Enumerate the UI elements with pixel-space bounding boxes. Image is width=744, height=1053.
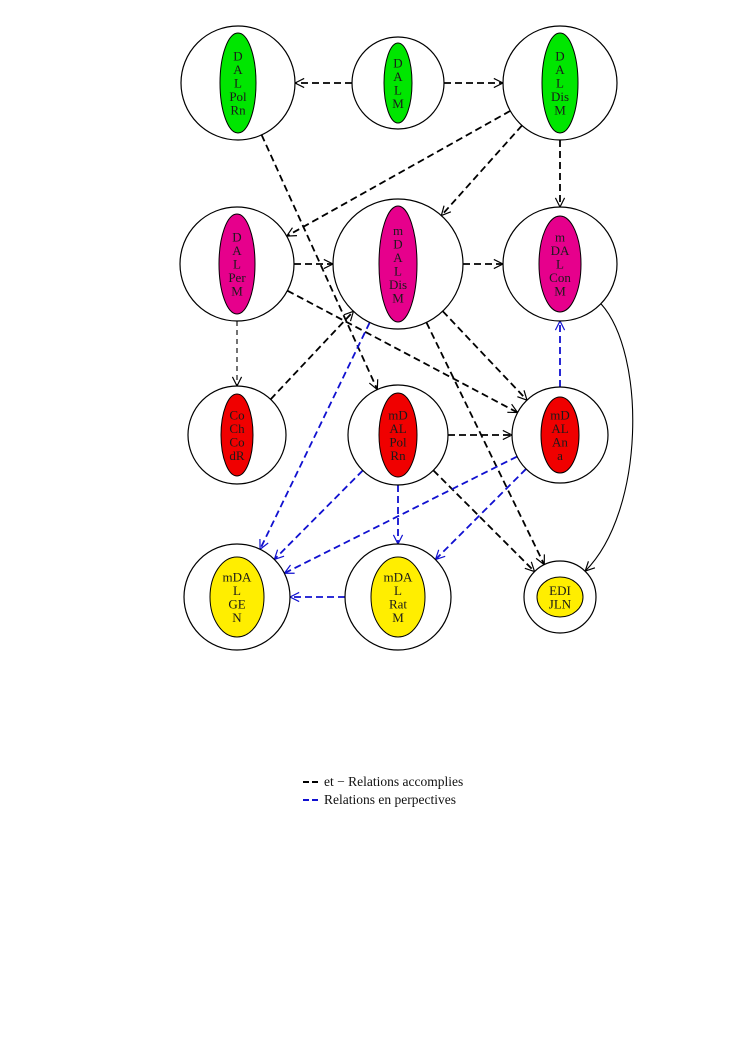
node-label-line: L: [394, 263, 402, 278]
node-label-line: Per: [228, 270, 246, 285]
node-inner-ellipse: [540, 396, 580, 474]
legend-label-accomplies: et − Relations accomplies: [324, 774, 463, 789]
edges-layer: [237, 83, 634, 597]
node-label-line: a: [557, 448, 563, 463]
node-label-line: Rn: [230, 103, 246, 118]
node-label-line: mD: [550, 407, 570, 422]
node-label-line: D: [393, 55, 402, 70]
edge-mdalpolrn-to-edijln: [432, 469, 534, 571]
node-label-line: An: [552, 434, 568, 449]
node-label-line: L: [394, 82, 402, 97]
node-inner-ellipse: [218, 213, 256, 315]
node-label-line: m: [393, 223, 403, 238]
node-label-line: Co: [229, 434, 244, 449]
node-label-line: M: [392, 610, 404, 625]
node-label-line: EDI: [549, 583, 571, 598]
node-label-line: mDA: [384, 569, 414, 584]
node-label-line: M: [554, 284, 566, 299]
node-label-line: Pol: [389, 434, 407, 449]
node-label-line: AL: [389, 421, 406, 436]
node-label-line: mDA: [223, 569, 253, 584]
node-label-line: L: [556, 257, 564, 272]
node-label-line: A: [233, 62, 243, 77]
edge-mdalconm-to-edijln: [585, 303, 634, 571]
node-label-line: Dis: [389, 277, 407, 292]
node-inner-ellipse: [220, 393, 254, 477]
legend-item-accomplies: et − Relations accomplies: [303, 774, 463, 789]
node-label-line: L: [233, 583, 241, 598]
node-label-line: m: [555, 230, 565, 245]
node-label-line: A: [232, 243, 242, 258]
node-label-line: L: [233, 257, 241, 272]
node-label-line: M: [231, 284, 243, 299]
node-label-line: L: [234, 76, 242, 91]
edge-mdaldism-to-edijln: [425, 322, 546, 564]
node-label-line: Ch: [229, 421, 245, 436]
node-inner-ellipse: [219, 32, 257, 134]
node-label-line: JLN: [549, 596, 572, 611]
node-inner-ellipse: [383, 42, 413, 124]
node-label-line: GE: [228, 596, 245, 611]
legend-label-perspectives: Relations en perpectives: [324, 792, 456, 807]
node-label-line: A: [393, 69, 403, 84]
node-label-line: M: [392, 96, 404, 111]
legend: et − Relations accomplies Relations en p…: [303, 774, 463, 807]
node-label-line: N: [232, 610, 242, 625]
node-label-line: AL: [551, 421, 568, 436]
node-label-line: Pol: [229, 89, 247, 104]
node-label-line: D: [232, 230, 241, 245]
edge-mdaldism-to-mdalgen: [259, 322, 371, 550]
node-label-line: M: [554, 103, 566, 118]
node-inner-ellipse: [378, 205, 418, 323]
nodes-layer: DALPolRnDALMDALDisMDALPerMmDALDisMmDALCo…: [179, 25, 618, 651]
node-label-line: Rn: [390, 448, 406, 463]
node-label-line: D: [393, 236, 402, 251]
node-label-line: Dis: [551, 89, 569, 104]
node-label-line: A: [393, 250, 403, 265]
node-label-line: M: [392, 290, 404, 305]
node-label-line: dR: [229, 448, 245, 463]
node-label-line: D: [233, 49, 242, 64]
node-label-line: Con: [549, 270, 571, 285]
edge-daldism-to-dalperm: [287, 110, 511, 237]
node-label-line: A: [555, 62, 565, 77]
node-label-line: L: [556, 76, 564, 91]
node-inner-ellipse: [536, 576, 584, 618]
edge-mdalana-to-mdalratm: [435, 468, 527, 560]
node-label-line: L: [394, 583, 402, 598]
node-label-line: mD: [388, 407, 408, 422]
edge-mdaldism-to-mdalana: [442, 310, 527, 400]
node-label-line: DA: [551, 243, 570, 258]
node-label-line: Co: [229, 407, 244, 422]
edge-daldism-to-mdaldism: [441, 124, 523, 215]
node-inner-ellipse: [538, 215, 582, 313]
node-inner-ellipse: [541, 32, 579, 134]
node-inner-ellipse: [370, 556, 426, 638]
node-inner-ellipse: [209, 556, 265, 638]
edge-mdalpolrn-to-mdalgen: [274, 469, 364, 559]
node-label-line: D: [555, 49, 564, 64]
legend-item-perspectives: Relations en perpectives: [303, 792, 456, 807]
node-label-line: Rat: [389, 596, 407, 611]
node-inner-ellipse: [378, 392, 418, 478]
edge-cochcodr-to-mdaldism: [269, 311, 354, 400]
